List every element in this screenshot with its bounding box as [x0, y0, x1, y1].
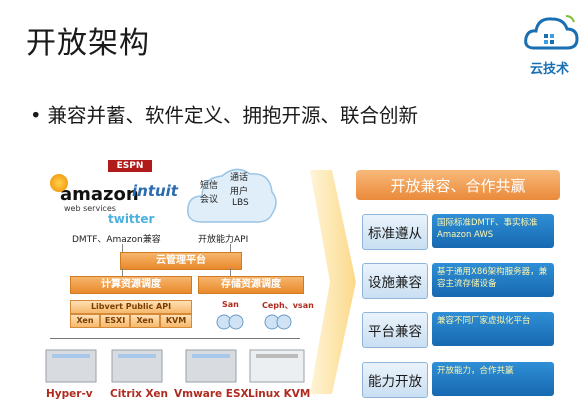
cloud-platform-bar: 云管理平台: [120, 252, 242, 270]
hypervisor-box: Xen: [70, 314, 100, 328]
bus-line: [50, 338, 300, 339]
aws-logo: web services: [64, 204, 116, 213]
hypervisor-box: Xen: [130, 314, 160, 328]
row-label-facility: 设施兼容: [362, 263, 428, 299]
cloud-item-lbs: LBS: [232, 198, 249, 208]
hypervisor-label: Vmware ESX: [174, 388, 249, 400]
cloud-item-meeting: 会议: [200, 195, 219, 205]
connector-line: [122, 244, 123, 252]
row-desc-platform: 兼容不同厂家虚拟化平台: [432, 312, 554, 346]
row-label-capability: 能力开放: [362, 362, 428, 398]
ceph-label: Ceph、vsan: [262, 301, 314, 310]
connector-line: [230, 268, 231, 276]
arrow-icon: [310, 170, 356, 394]
api-label: 开放能力API: [198, 235, 249, 245]
connector-line: [230, 244, 231, 252]
hypervisor-label: Citrix Xen: [110, 388, 168, 400]
cloud-item-call: 通话: [230, 173, 249, 183]
server-row-icon: [45, 349, 305, 383]
connector-line: [122, 268, 123, 276]
row-label-platform: 平台兼容: [362, 312, 428, 348]
compute-schedule-bar: 计算资源调度: [70, 276, 192, 294]
bullet-text: 兼容并蓄、软件定义、拥抱开源、联合创新: [47, 104, 419, 127]
service-cloud-icon: [187, 168, 277, 223]
bullet-point: •兼容并蓄、软件定义、拥抱开源、联合创新: [30, 99, 418, 128]
intuit-logo: intuit: [132, 182, 178, 200]
san-label: San: [222, 300, 239, 309]
espn-logo: ESPN: [108, 160, 152, 172]
hypervisor-box: ESXI: [100, 314, 130, 328]
hypervisor-box: KVM: [160, 314, 192, 328]
slide-title: 开放架构: [26, 26, 150, 61]
left-diagram: ESPN amazon web services intuit twitter …: [30, 160, 330, 404]
bullet-dot: •: [30, 104, 42, 127]
twitter-logo: twitter: [108, 212, 155, 226]
hypervisor-label: Linux KVM: [248, 388, 311, 400]
row-label-standard: 标准遵从: [362, 214, 428, 250]
sun-icon: [50, 174, 68, 192]
amazon-logo: amazon: [60, 184, 139, 205]
cloud-item-user: 用户: [230, 187, 249, 197]
cloud-item-sms: 短信: [200, 181, 219, 191]
hypervisor-label: Hyper-v: [46, 388, 93, 400]
dmtf-label: DMTF、Amazon兼容: [72, 235, 161, 245]
panel-header: 开放兼容、合作共赢: [356, 170, 560, 200]
storage-cluster-icon: [216, 314, 292, 330]
row-desc-capability: 开放能力，合作共赢: [432, 362, 554, 396]
logo-text: 云技术: [530, 62, 570, 77]
row-desc-standard: 国际标准DMTF、事实标准Amazon AWS: [432, 214, 554, 248]
storage-schedule-bar: 存储资源调度: [198, 276, 304, 294]
libvirt-bar: Libvert Public API: [70, 300, 192, 314]
cloud-logo-icon: [524, 15, 579, 50]
row-desc-facility: 基于通用X86架构服务器，兼容主流存储设备: [432, 263, 554, 297]
